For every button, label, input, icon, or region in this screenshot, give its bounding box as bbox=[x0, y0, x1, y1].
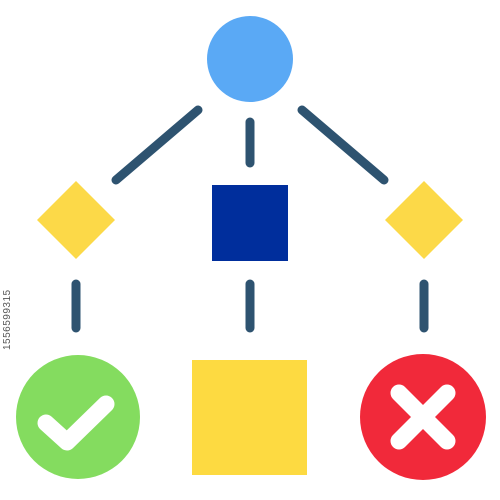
center-process-square-icon bbox=[212, 185, 288, 261]
left-decision-diamond-icon bbox=[37, 181, 115, 259]
root-node-icon bbox=[207, 16, 293, 102]
success-outcome bbox=[16, 355, 140, 479]
cross-mark-line-2 bbox=[390, 384, 456, 450]
connectors bbox=[71, 105, 429, 333]
right-decision-diamond-icon bbox=[385, 181, 463, 259]
connector-root-right bbox=[297, 105, 389, 185]
failure-outcome bbox=[360, 354, 486, 480]
success-circle-icon bbox=[16, 355, 140, 479]
bottom-process-square-icon bbox=[192, 360, 307, 475]
check-mark-icon bbox=[37, 395, 115, 451]
side-code-label: 1556599315 bbox=[2, 289, 13, 350]
connector-root-left bbox=[111, 105, 203, 185]
